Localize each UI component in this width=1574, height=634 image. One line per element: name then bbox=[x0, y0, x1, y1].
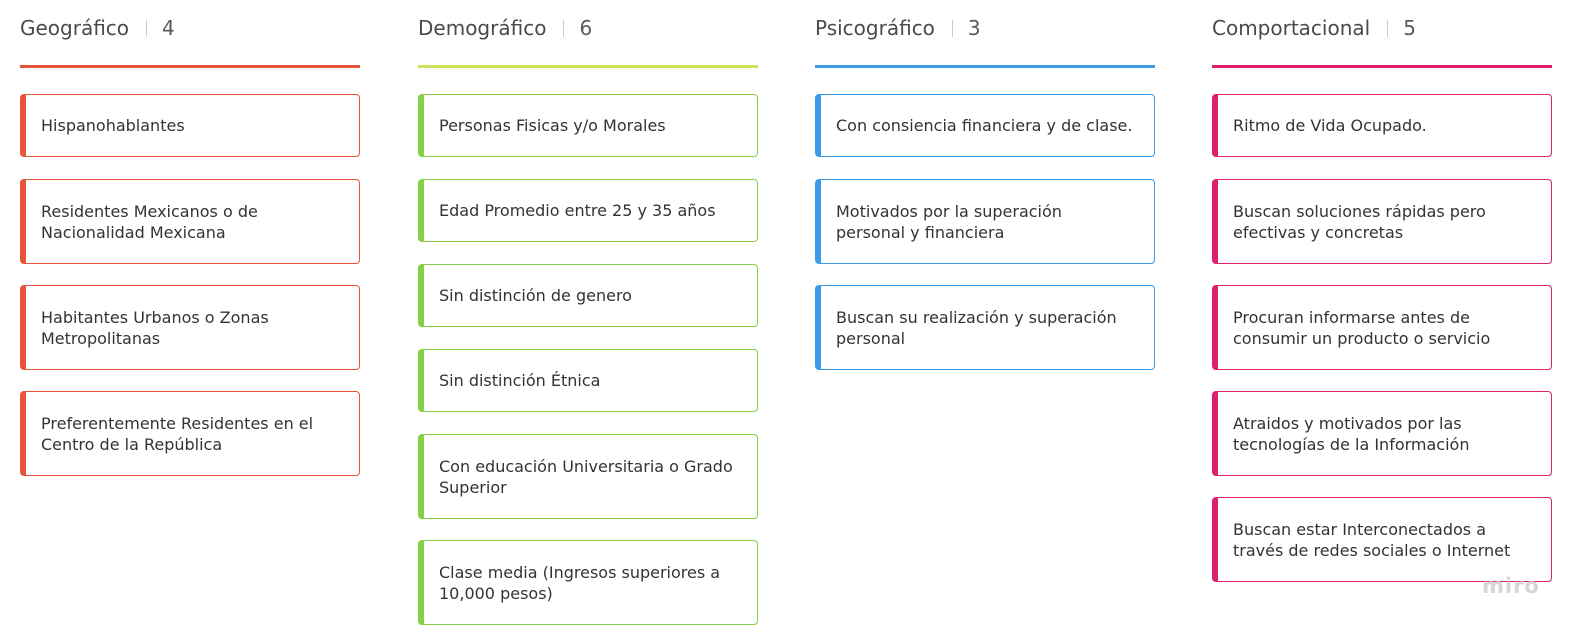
card-count: 6 bbox=[579, 16, 593, 40]
column-title[interactable]: Demográfico bbox=[418, 16, 547, 40]
card-text: Edad Promedio entre 25 y 35 años bbox=[439, 201, 716, 220]
card-text: Con educación Universitaria o Grado Supe… bbox=[439, 456, 733, 497]
card-text: Buscan estar Interconectados a través de… bbox=[1233, 519, 1511, 560]
card-text: Sin distinción Étnica bbox=[439, 371, 601, 390]
card-count: 5 bbox=[1403, 16, 1416, 40]
column-color-bar bbox=[418, 65, 758, 68]
divider bbox=[1387, 19, 1389, 37]
column-title[interactable]: Geográfico bbox=[20, 16, 130, 40]
card[interactable]: Buscan soluciones rápidas pero efectivas… bbox=[1212, 179, 1552, 264]
column-color-bar bbox=[815, 65, 1155, 68]
card-text: Clase media (Ingresos superiores a 10,00… bbox=[439, 562, 721, 603]
card[interactable]: Clase media (Ingresos superiores a 10,00… bbox=[418, 540, 758, 625]
card-text: Preferentemente Residentes en el Centro … bbox=[41, 413, 314, 454]
card[interactable]: Sin distinción de genero bbox=[418, 264, 758, 327]
card[interactable]: Procuran informarse antes de consumir un… bbox=[1212, 285, 1552, 370]
card-count: 4 bbox=[162, 16, 175, 40]
card[interactable]: Residentes Mexicanos o de Nacionalidad M… bbox=[20, 179, 360, 264]
card-count: 3 bbox=[967, 16, 981, 40]
column-header: Demográfico 6 bbox=[418, 0, 758, 69]
card-text: Personas Fisicas y/o Morales bbox=[439, 116, 666, 135]
card-text: Hispanohablantes bbox=[41, 116, 185, 135]
card[interactable]: Buscan estar Interconectados a través de… bbox=[1212, 497, 1552, 582]
divider bbox=[146, 19, 148, 37]
card-text: Sin distinción de genero bbox=[439, 286, 632, 305]
card[interactable]: Buscan su realización y superación perso… bbox=[815, 285, 1155, 370]
card[interactable]: Sin distinción Étnica bbox=[418, 349, 758, 412]
card[interactable]: Habitantes Urbanos o Zonas Metropolitana… bbox=[20, 285, 360, 370]
column-geografico: Geográfico 4 Hispanohablantes Residentes… bbox=[20, 0, 360, 476]
card-text: Buscan su realización y superación perso… bbox=[836, 307, 1117, 348]
card[interactable]: Con consiencia financiera y de clase. bbox=[815, 94, 1155, 157]
card-text: Procuran informarse antes de consumir un… bbox=[1233, 307, 1491, 348]
card-text: Buscan soluciones rápidas pero efectivas… bbox=[1233, 201, 1486, 242]
card-text: Residentes Mexicanos o de Nacionalidad M… bbox=[41, 201, 258, 242]
column-demografico: Demográfico 6 Personas Fisicas y/o Moral… bbox=[418, 0, 758, 625]
column-header: Comportacional 5 bbox=[1212, 0, 1552, 69]
card[interactable]: Con educación Universitaria o Grado Supe… bbox=[418, 434, 758, 519]
card[interactable]: Personas Fisicas y/o Morales bbox=[418, 94, 758, 157]
column-title[interactable]: Comportacional bbox=[1212, 16, 1371, 40]
card[interactable]: Hispanohablantes bbox=[20, 94, 360, 157]
card-text: Ritmo de Vida Ocupado. bbox=[1233, 116, 1427, 135]
column-color-bar bbox=[1212, 65, 1552, 68]
miro-logo: miro bbox=[1482, 574, 1540, 598]
card[interactable]: Atraidos y motivados por las tecnologías… bbox=[1212, 391, 1552, 476]
card[interactable]: Edad Promedio entre 25 y 35 años bbox=[418, 179, 758, 242]
card-text: Motivados por la superación personal y f… bbox=[836, 201, 1062, 242]
card[interactable]: Ritmo de Vida Ocupado. bbox=[1212, 94, 1552, 157]
card-text: Habitantes Urbanos o Zonas Metropolitana… bbox=[41, 307, 269, 348]
column-header: Geográfico 4 bbox=[20, 0, 360, 69]
card-text: Con consiencia financiera y de clase. bbox=[836, 116, 1133, 135]
column-header: Psicográfico 3 bbox=[815, 0, 1155, 69]
card[interactable]: Preferentemente Residentes en el Centro … bbox=[20, 391, 360, 476]
column-psicografico: Psicográfico 3 Con consiencia financiera… bbox=[815, 0, 1155, 370]
card-text: Atraidos y motivados por las tecnologías… bbox=[1233, 413, 1470, 454]
column-comportacional: Comportacional 5 Ritmo de Vida Ocupado. … bbox=[1212, 0, 1552, 582]
divider bbox=[951, 19, 953, 37]
divider bbox=[563, 19, 565, 37]
column-color-bar bbox=[20, 65, 360, 68]
card[interactable]: Motivados por la superación personal y f… bbox=[815, 179, 1155, 264]
column-title[interactable]: Psicográfico bbox=[815, 16, 935, 40]
